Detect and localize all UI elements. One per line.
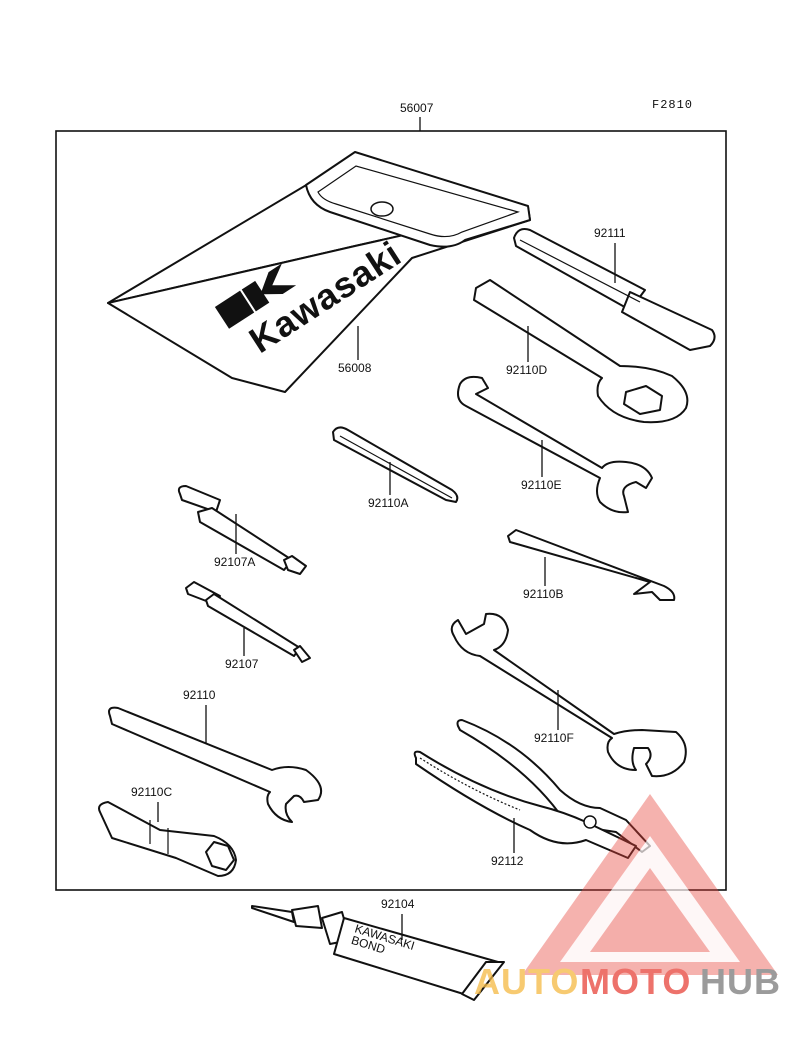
part-label-56008: 56008	[338, 361, 372, 375]
box-wrench-92110D	[473, 279, 689, 424]
part-label-92110: 92110	[183, 688, 216, 702]
flat-wrench-92110A	[332, 426, 459, 503]
part-label-92112: 92112	[491, 854, 524, 868]
pouch-snap-button-icon	[370, 201, 394, 217]
assembly-frame	[55, 130, 727, 891]
part-label-92107: 92107	[225, 657, 259, 671]
pliers-92112	[413, 719, 651, 859]
diagram-code: F2810	[652, 98, 693, 112]
tool-pouch: Kawasaki	[107, 151, 531, 393]
part-label-92110B: 92110B	[523, 587, 563, 601]
screwdriver-92107	[185, 581, 311, 663]
open-wrench-92110E	[457, 375, 653, 514]
part-label-92110D: 92110D	[506, 363, 547, 377]
open-wrench-92110	[108, 706, 322, 823]
part-label-92110F: 92110F	[534, 731, 574, 745]
assembly-part-label: 56007	[400, 101, 434, 115]
socket-92110C	[98, 801, 237, 877]
extension-bar-92111	[513, 228, 716, 351]
watermark-text-hub: HUB	[700, 961, 781, 1002]
watermark-text-moto: MOTO	[580, 961, 691, 1002]
bond-tube-92104: KAWASAKI BOND	[251, 905, 505, 1001]
watermark-logo: AUTO MOTO HUB	[474, 794, 781, 1002]
watermark-text-auto: AUTO	[474, 961, 579, 1002]
part-label-92111: 92111	[594, 226, 626, 240]
hook-spanner-92110B	[507, 529, 676, 601]
screwdriver-92107A	[177, 485, 307, 575]
part-label-92110C: 92110C	[131, 785, 172, 799]
part-label-92110A: 92110A	[368, 496, 408, 510]
part-label-92104: 92104	[381, 897, 415, 911]
part-label-92107A: 92107A	[214, 555, 255, 569]
open-wrench-92110F	[450, 612, 687, 778]
part-label-92110E: 92110E	[521, 478, 561, 492]
